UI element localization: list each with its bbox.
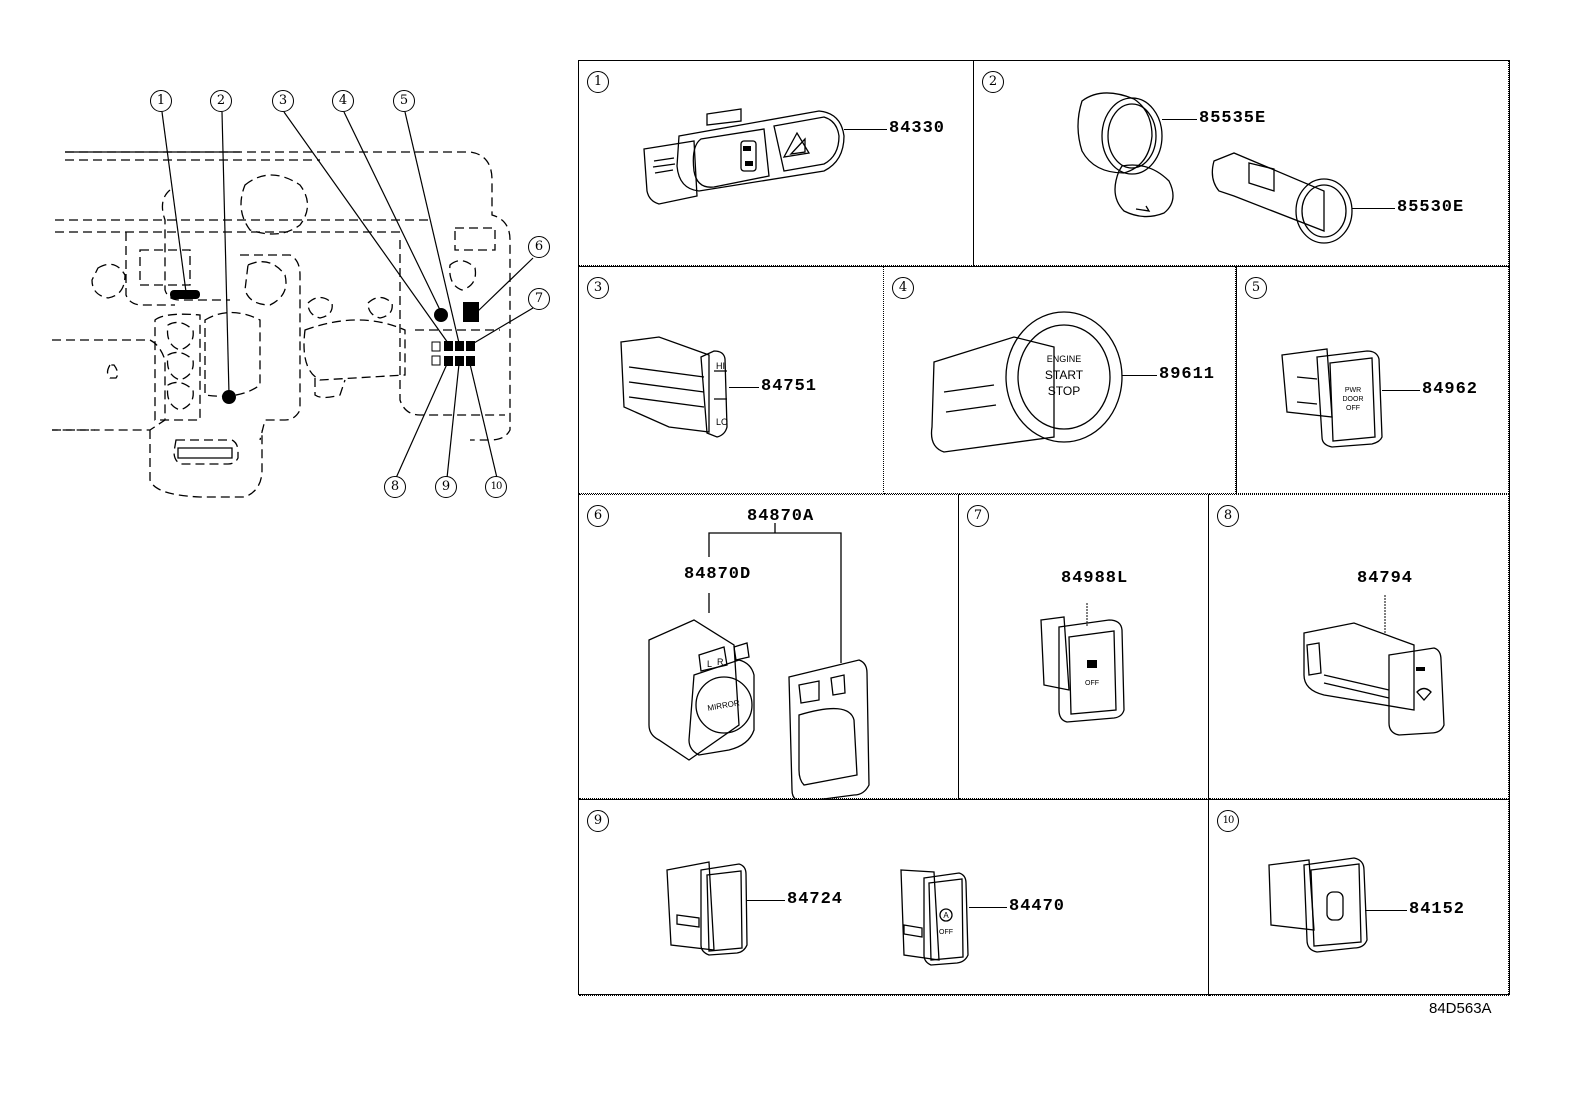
part-number-84152: 84152 [1409,900,1466,919]
panel-10: 10 84152 [1209,799,1509,996]
panel-3: 3 HI LO 84751 [579,266,884,494]
panel-index: 7 [967,505,989,527]
face-label-stop: STOP [1048,384,1080,398]
location-marker-5 [455,341,464,351]
face-label-r: R [717,657,724,667]
face-label-pwr: PWR [1345,387,1361,394]
panel-6: 6 MIRROR L R 84870A 84870D [579,494,959,800]
vsc-off-switch-illustration: OFF [1040,603,1125,723]
panel-9: 9 A OFF 84724 84470 [579,799,1209,996]
panel-2: 2 85535E 85530E [974,61,1509,266]
panel-5: 5 PWR DOOR OFF 84962 [1236,266,1509,494]
part-number-84988L: 84988L [1061,569,1129,588]
location-marker-6 [463,302,479,322]
face-label-mirror: MIRROR [707,698,741,713]
diagram-code: 84D563A [1429,1000,1492,1017]
face-label-start: START [1045,368,1084,382]
panel-index: 9 [587,810,609,832]
part-number-84870D: 84870D [684,565,752,584]
leader-line [747,900,785,901]
panel-index: 4 [892,277,914,299]
overview-callout-9: 9 [435,476,457,498]
location-marker-2 [222,390,236,404]
panel-index: 1 [587,71,609,93]
overview-callout-6: 6 [528,236,550,258]
dashboard-overview: 1 2 3 4 5 6 7 8 9 10 [0,0,575,520]
deicer-switch-illustration [1303,595,1445,736]
panel-index: 8 [1217,505,1239,527]
face-label-l: L [707,659,712,669]
hazard-switch-illustration [643,108,845,205]
panel-index: 10 [1217,810,1239,832]
panel-8: 8 84794 [1209,494,1509,799]
panel-index: 5 [1245,277,1267,299]
location-marker-1 [170,290,200,299]
part-number-84724: 84724 [787,890,844,909]
leader-line [844,129,887,130]
leader-line [729,387,759,388]
part-number-84751: 84751 [761,377,818,396]
overview-callout-8: 8 [384,476,406,498]
seat-heater-switch-illustration: HI LO [620,336,728,438]
face-label-off: OFF [939,929,953,936]
overview-callout-5: 5 [393,90,415,112]
part-number-84870A: 84870A [747,507,815,526]
leader-line [969,907,1007,908]
part-number-84470: 84470 [1009,897,1066,916]
location-marker-8 [444,356,453,366]
part-number-84330: 84330 [889,119,946,138]
leader-line [1352,208,1395,209]
face-label-lo: LO [716,417,728,427]
part-number-85530E: 85530E [1397,198,1465,217]
location-marker-3 [444,341,453,351]
leader-line [1162,119,1197,120]
panel-7: 7 OFF 84988L [959,494,1209,799]
face-label-hi: HI [716,361,725,371]
face-label-a: A [943,911,949,920]
overview-callout-3: 3 [272,90,294,112]
face-label-engine: ENGINE [1047,354,1082,364]
overview-callout-2: 2 [210,90,232,112]
panel-1: 1 84330 [579,61,974,266]
leader-line [1122,375,1157,376]
part-number-89611: 89611 [1159,365,1216,384]
overview-callout-7: 7 [528,288,550,310]
panel-index: 2 [982,71,1004,93]
panel-index: 3 [587,277,609,299]
panel-index: 6 [587,505,609,527]
part-number-85535E: 85535E [1199,109,1267,128]
panel-4: 4 ENGINE START STOP 89611 [884,266,1236,494]
face-label-off: OFF [1346,405,1360,412]
power-door-switch-illustration: PWR DOOR OFF [1281,348,1383,448]
face-label-off: OFF [1085,680,1099,687]
headlamp-leveling-switch-illustration [1268,857,1368,953]
overview-callout-10: 10 [485,476,507,498]
leader-line [1365,910,1407,911]
switch-pair-illustration: A OFF [666,861,969,966]
location-marker-9 [455,356,464,366]
leader-line [1382,390,1420,391]
mirror-switch-illustration: MIRROR L R [648,523,870,800]
parts-grid: 1 84330 2 [578,60,1510,996]
overview-callout-1: 1 [150,90,172,112]
part-number-84794: 84794 [1357,569,1414,588]
location-marker-10 [466,356,475,366]
face-label-door: DOOR [1343,396,1364,403]
overview-callout-4: 4 [332,90,354,112]
part-number-84962: 84962 [1422,380,1479,399]
location-marker-7 [466,341,475,351]
dashboard-outline [52,111,534,498]
engine-start-button-illustration: ENGINE START STOP [930,311,1123,453]
power-outlet-illustration [1077,92,1353,244]
location-marker-4 [434,308,448,322]
